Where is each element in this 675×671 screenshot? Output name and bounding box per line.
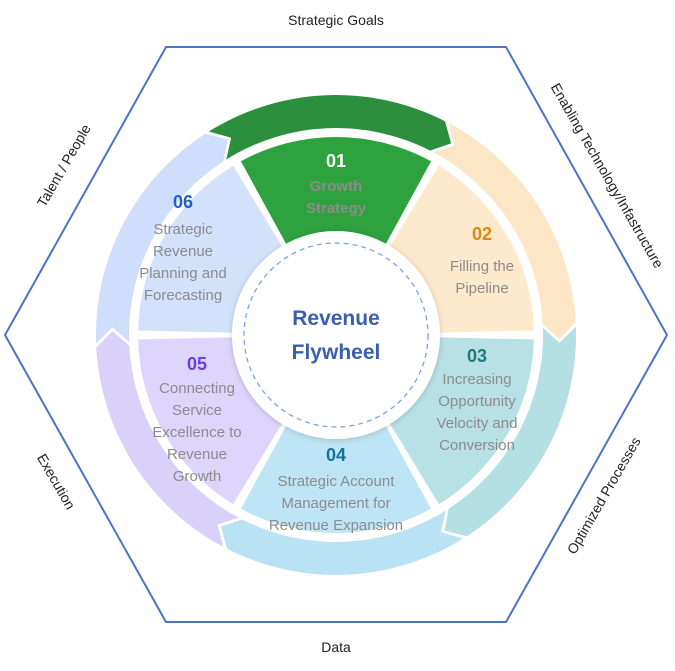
segment-04-label-line: Revenue Expansion	[269, 517, 403, 534]
side-label-execution: Execution	[34, 451, 79, 512]
center-title-line1: Revenue	[292, 307, 380, 330]
side-label-strategic-goals: Strategic Goals	[288, 12, 384, 28]
segment-01-label-line: Strategy	[306, 200, 367, 217]
segment-05-label-line: Growth	[173, 468, 221, 485]
segment-01-number: 01	[326, 151, 346, 171]
center-dashed-ring	[243, 242, 429, 428]
segment-06-outer-arrow-band	[95, 133, 228, 344]
segment-03-label-line: Conversion	[439, 437, 515, 454]
segment-03-outer-arrow-band	[444, 326, 577, 537]
segment-02-label-line: Filling the	[450, 258, 514, 275]
segment-02-number: 02	[472, 224, 492, 244]
segment-01	[240, 136, 432, 248]
segment-03	[388, 337, 534, 505]
segment-06	[138, 165, 284, 333]
segment-05	[138, 337, 284, 505]
segment-06-label-line: Planning and	[139, 265, 227, 282]
segment-06-label-line: Revenue	[153, 243, 213, 260]
segment-04-number: 04	[326, 445, 346, 465]
hexagon-frame	[4, 46, 668, 623]
segment-05-label-line: Service	[172, 402, 222, 419]
segment-04-outer-arrow-band	[220, 510, 464, 575]
side-label-optimized-processes: Optimized Processes	[564, 434, 644, 557]
segment-02	[388, 165, 534, 333]
segment-04-label-line: Strategic Account	[278, 473, 396, 490]
segment-04	[240, 422, 432, 534]
side-label-data: Data	[321, 639, 351, 655]
segment-02-label-line: Pipeline	[455, 280, 508, 297]
segment-01-outer-arrow-band	[208, 95, 452, 160]
segment-05-label-line: Excellence to	[152, 424, 241, 441]
segment-02-outer-arrow-band	[433, 123, 576, 339]
segment-05-label-line: Connecting	[159, 380, 235, 397]
segment-01-label-line: Growth	[310, 178, 363, 195]
segment-04-label-line: Management for	[281, 495, 390, 512]
segment-05-outer-arrow-band	[96, 331, 239, 547]
segment-05-label-line: Revenue	[167, 446, 227, 463]
side-label-enabling-technology: Enabling Technology/Infastructure	[548, 80, 667, 271]
segment-03-number: 03	[467, 346, 487, 366]
segment-03-label-line: Opportunity	[438, 393, 516, 410]
center-hub	[232, 231, 440, 439]
side-label-talent-people: Talent / People	[34, 121, 94, 209]
segment-03-label-line: Velocity and	[437, 415, 518, 432]
segment-06-label-line: Forecasting	[144, 287, 222, 304]
segment-06-number: 06	[173, 192, 193, 212]
segment-05-number: 05	[187, 354, 207, 374]
segment-06-label-line: Strategic	[153, 221, 213, 238]
segment-03-label-line: Increasing	[442, 371, 511, 388]
center-title-line2: Flywheel	[292, 341, 381, 364]
